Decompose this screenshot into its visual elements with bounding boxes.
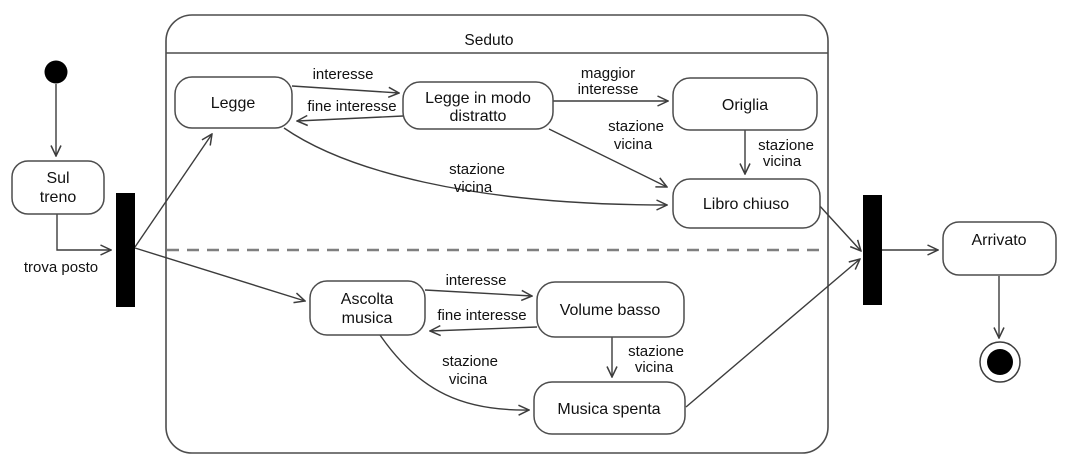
state-legge-box — [174, 76, 293, 129]
edge-ascolta-to-musica-spenta — [379, 334, 529, 410]
state-libro-chiuso-label: Libro chiuso — [703, 196, 789, 213]
edge-volume-basso-to-ascolta — [430, 327, 538, 331]
label-fine-interesse-bottom: fine interesse — [437, 307, 526, 324]
composite-state-title: Seduto — [464, 32, 513, 49]
fork-bar-icon — [116, 193, 135, 307]
state-volume-basso: Volume basso — [536, 281, 685, 338]
state-ascolta-musica-box — [309, 280, 426, 336]
state-legge-in-modo-distratto: Legge in modo distratto — [402, 81, 554, 130]
label-stazione-vicina-volume-line2: vicina — [635, 359, 674, 376]
edge-distratto-to-legge — [297, 116, 404, 121]
label-stazione-vicina-origlia-line2: vicina — [763, 153, 802, 170]
composite-state-border — [165, 14, 829, 454]
state-legge-in-modo-distratto-label-line2: distratto — [450, 108, 507, 125]
state-sul-treno-label-line2: treno — [40, 189, 77, 206]
state-legge-in-modo-distratto-label-line1: Legge in modo — [425, 90, 531, 107]
join-bar-icon — [863, 195, 882, 305]
label-maggior-interesse-line1: maggior — [581, 65, 635, 82]
state-legge: Legge — [174, 76, 293, 129]
state-libro-chiuso: Libro chiuso — [672, 178, 821, 229]
label-stazione-vicina-legge-line2: vicina — [454, 179, 493, 196]
label-trova-posto: trova posto — [24, 259, 98, 276]
label-stazione-vicina-ascolta-line2: vicina — [449, 371, 488, 388]
edge-distratto-to-libro-chiuso — [548, 128, 667, 187]
final-state-inner-dot — [987, 349, 1013, 375]
label-stazione-vicina-legge-line1: stazione — [449, 161, 505, 178]
state-volume-basso-box — [536, 281, 685, 338]
state-origlia-box — [672, 77, 818, 131]
state-libro-chiuso-box — [672, 178, 821, 229]
label-stazione-vicina-origlia-line1: stazione — [758, 137, 814, 154]
state-ascolta-musica-label-line1: Ascolta — [341, 291, 394, 308]
label-stazione-vicina-distratto-line2: vicina — [614, 136, 653, 153]
edge-libro-chiuso-to-join — [817, 203, 861, 251]
edge-legge-to-libro-chiuso — [283, 127, 667, 205]
label-fine-interesse-top: fine interesse — [307, 98, 396, 115]
state-sul-treno: Sul treno — [11, 160, 105, 215]
state-arrivato-box — [942, 221, 1057, 276]
edge-ascolta-to-volume-basso — [424, 289, 532, 296]
composite-state-seduto: Seduto — [165, 14, 829, 454]
state-legge-label: Legge — [211, 95, 256, 112]
state-volume-basso-label: Volume basso — [560, 302, 661, 319]
state-origlia: Origlia — [672, 77, 818, 131]
state-arrivato-label: Arrivato — [971, 232, 1026, 249]
edge-sul-treno-to-fork — [56, 214, 111, 250]
state-ascolta-musica: Ascolta musica — [309, 280, 426, 336]
state-sul-treno-label-line1: Sul — [46, 170, 69, 187]
label-interesse-top: interesse — [313, 66, 374, 83]
edge-fork-to-ascolta-musica — [134, 247, 305, 301]
transition-edges — [56, 84, 999, 410]
initial-state-icon — [44, 60, 68, 84]
label-interesse-bottom: interesse — [446, 272, 507, 289]
label-stazione-vicina-ascolta-line1: stazione — [442, 353, 498, 370]
label-maggior-interesse-line2: interesse — [578, 81, 639, 98]
edge-legge-to-distratto — [291, 85, 399, 93]
state-legge-in-modo-distratto-box — [402, 81, 554, 130]
state-musica-spenta-label: Musica spenta — [557, 401, 660, 418]
transition-labels: trova posto interesse fine interesse mag… — [24, 65, 814, 388]
edge-musica-spenta-to-join — [685, 259, 860, 408]
label-stazione-vicina-distratto-line1: stazione — [608, 118, 664, 135]
edge-fork-to-legge — [134, 134, 212, 248]
state-musica-spenta: Musica spenta — [533, 381, 686, 435]
state-arrivato: Arrivato — [942, 221, 1057, 276]
state-origlia-label: Origlia — [722, 97, 768, 114]
final-state-icon — [979, 341, 1021, 383]
state-ascolta-musica-label-line2: musica — [342, 310, 393, 327]
state-musica-spenta-box — [533, 381, 686, 435]
label-stazione-vicina-volume-line1: stazione — [628, 343, 684, 360]
state-sul-treno-box — [11, 160, 105, 215]
